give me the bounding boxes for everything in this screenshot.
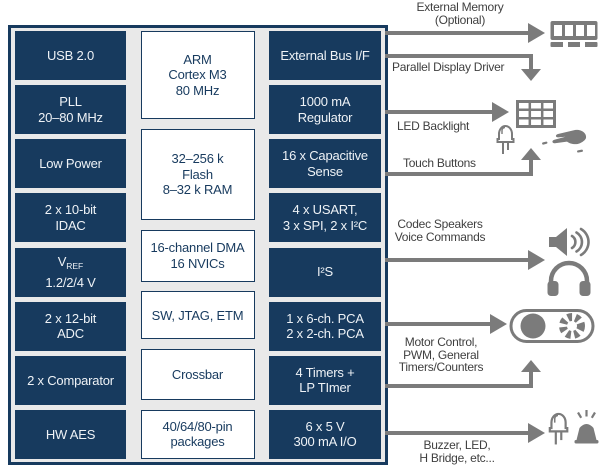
block-usb: USB 2.0 xyxy=(15,31,126,80)
arrow-parallel-display-shaft xyxy=(385,54,533,58)
buzzer-icon xyxy=(573,409,600,445)
block-timers: 4 Timers +LP TImer xyxy=(269,355,381,405)
led-lamp-icon xyxy=(494,121,516,155)
arrow-led-backlight-shaft xyxy=(385,110,492,114)
speaker-icon xyxy=(548,227,590,257)
headphones-icon xyxy=(547,259,591,297)
block-i2s: I²S xyxy=(269,247,381,297)
label-buzzer: Buzzer, LED, H Bridge, etc... xyxy=(398,439,516,464)
arrow-motor-shaft xyxy=(385,322,490,326)
block-comparator: 2 x Comparator xyxy=(15,355,126,405)
label-touch-buttons: Touch Buttons xyxy=(403,157,476,170)
label-line: Touch Buttons xyxy=(403,156,476,170)
arrow-timers-head xyxy=(521,360,541,372)
arrow-external-memory-head xyxy=(528,23,545,43)
arrow-led-backlight-head xyxy=(492,102,509,122)
arrow-buzzer-head xyxy=(528,423,545,443)
led-backlight-grid-icon xyxy=(516,100,556,128)
arrow-codec-shaft xyxy=(385,258,528,262)
label-line: H Bridge, etc... xyxy=(419,450,495,465)
label-codec: Codec Speakers Voice Commands xyxy=(388,218,492,243)
label-line: Voice Commands xyxy=(394,229,486,244)
memory-module-icon xyxy=(550,20,598,48)
label-line: Buzzer, LED, xyxy=(423,438,491,452)
label-line: External Memory xyxy=(416,0,504,14)
arrow-codec-head xyxy=(528,250,545,270)
label-parallel-display-driver: Parallel Display Driver xyxy=(392,61,520,74)
arrow-parallel-display-vertical xyxy=(529,54,533,71)
arrow-external-memory-shaft xyxy=(385,31,528,35)
block-external-bus: External Bus I/F xyxy=(269,31,381,80)
arrow-motor-head xyxy=(490,314,507,334)
motor-icon xyxy=(509,308,595,344)
label-motor-control: Motor Control, PWM, General Timers/Count… xyxy=(388,336,494,374)
arrow-touch-buttons-head xyxy=(521,148,541,160)
arrow-timers-shaft xyxy=(385,384,533,388)
label-external-memory: External Memory (Optional) xyxy=(390,1,530,26)
block-crossbar: Crossbar xyxy=(140,349,255,401)
arrow-timers-vertical xyxy=(529,371,533,388)
label-line: Timers/Counters xyxy=(398,360,484,374)
block-serial: 4 x USART,3 x SPI, 2 x I²C xyxy=(269,193,381,243)
hand-gesture-icon xyxy=(541,126,589,154)
arrow-buzzer-shaft xyxy=(385,431,528,435)
label-led-backlight: LED Backlight xyxy=(397,120,469,133)
led-lamp-icon xyxy=(546,408,570,446)
block-debug: SW, JTAG, ETM xyxy=(140,291,255,340)
arrow-touch-buttons-shaft xyxy=(385,172,533,176)
label-line: Codec Speakers xyxy=(397,217,483,231)
block-hw-aes: HW AES xyxy=(15,409,126,459)
arrow-touch-buttons-vertical xyxy=(529,158,533,176)
block-low-power: Low Power xyxy=(15,139,126,189)
label-line: Motor Control, xyxy=(404,335,478,349)
label-line: Parallel Display Driver xyxy=(392,60,505,74)
label-line: (Optional) xyxy=(434,12,486,27)
arrow-parallel-display-head xyxy=(521,69,541,81)
label-line: LED Backlight xyxy=(397,119,470,133)
label-line: PWM, General xyxy=(403,347,479,362)
